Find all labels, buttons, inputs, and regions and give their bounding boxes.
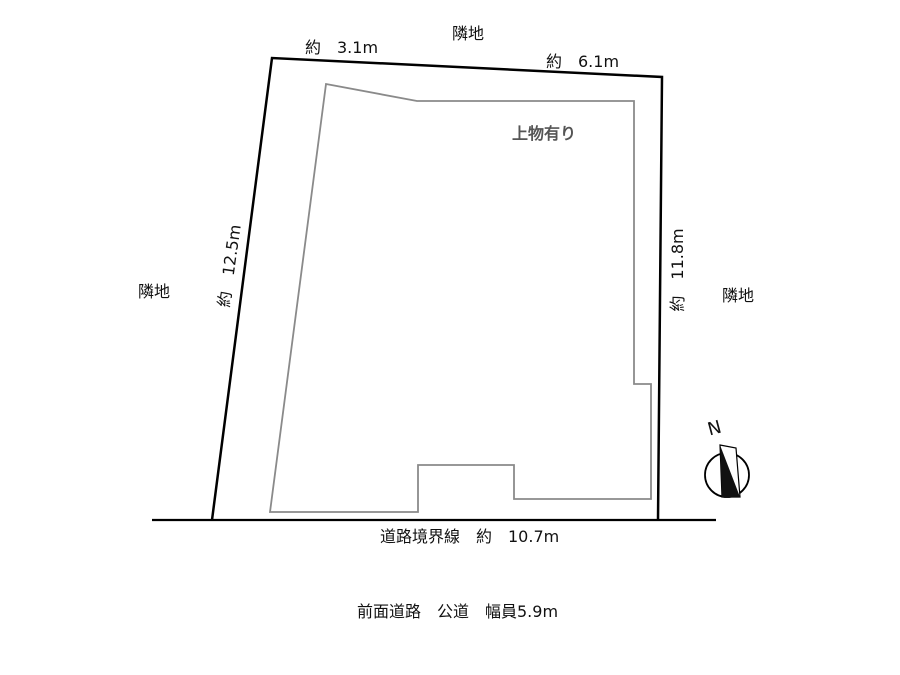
- building-outline: [268, 82, 652, 513]
- top-right-dimension: 約 6.1m: [546, 52, 620, 71]
- boundary-label: 道路境界線 約 10.7m: [380, 527, 560, 546]
- road-note: 前面道路 公道 幅員5.9m: [357, 602, 559, 621]
- top-left-dimension: 約 3.1m: [305, 38, 379, 57]
- neighbor-left-label: 隣地: [138, 282, 171, 301]
- neighbor-top-label: 隣地: [452, 24, 485, 43]
- lot-outline: [210, 56, 664, 521]
- north-arrow-icon: [704, 444, 750, 498]
- building-label: 上物有り: [512, 124, 577, 143]
- right-dimension: 約 11.8m: [668, 228, 687, 312]
- neighbor-right-label: 隣地: [722, 286, 755, 305]
